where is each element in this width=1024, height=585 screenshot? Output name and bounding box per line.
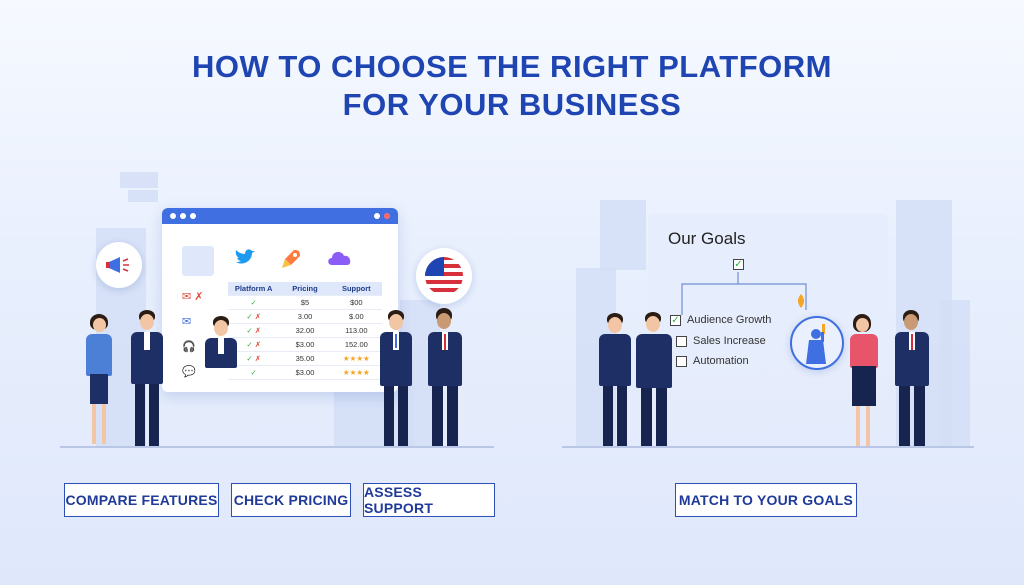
goal-item-automation: Automation: [676, 355, 749, 367]
backdrop-building: [940, 300, 970, 446]
table-cell: ★★★★: [342, 368, 370, 377]
table-row: ✓ ✗ 32.00 113.00: [228, 324, 382, 338]
document-icon: [182, 246, 214, 276]
tag-match-to-your-goals: MATCH TO YOUR GOALS: [675, 483, 857, 517]
table-cell: 113.00: [345, 326, 368, 335]
backdrop-block: [120, 172, 158, 188]
window-dot: [170, 213, 176, 219]
table-cell: $5: [300, 298, 310, 307]
table-cell: 152.00: [344, 340, 368, 349]
us-flag-badge: [416, 248, 472, 304]
chat-icon: 💬: [182, 366, 196, 378]
table-header-cell: Support: [341, 284, 371, 293]
mail-icon: ✉ ✗: [182, 291, 204, 303]
goal-item-sales-increase: Sales Increase: [676, 335, 766, 347]
ground-line: [562, 446, 974, 448]
page-title-line-2: FOR YOUR BUSINESS: [342, 87, 682, 122]
checkbox: [676, 355, 687, 367]
torch-icon: [797, 294, 805, 308]
table-cell: ✓: [250, 368, 257, 377]
window-dot: [180, 213, 186, 219]
window-dot: [374, 213, 380, 219]
comparison-browser-window: ✉ ✗ ✉ 🎧 💬 Platform A Pricing Support ✓ $5…: [162, 208, 398, 392]
checkbox-checked: ✓: [733, 259, 744, 270]
table-header-cell: Platform A: [234, 284, 273, 293]
table-row: ✓ $3.00 ★★★★: [228, 366, 382, 380]
checkbox: [676, 335, 687, 347]
browser-title-bar: [162, 208, 398, 224]
table-cell: ✓ ✗: [246, 326, 261, 335]
goal-item-audience-growth: ✓ Audience Growth: [670, 314, 771, 326]
goal-label: Audience Growth: [687, 314, 772, 326]
table-header: Platform A Pricing Support: [228, 282, 382, 296]
channel-icons: ✉ ✗ ✉ 🎧 💬: [182, 290, 204, 378]
checkbox-checked: ✓: [670, 314, 681, 326]
page-title: HOW TO CHOOSE THE RIGHT PLATFORM FOR YOU…: [0, 48, 1024, 124]
goal-label: Sales Increase: [693, 335, 766, 347]
window-dot: [384, 213, 390, 219]
table-cell: $.00: [349, 312, 364, 321]
table-cell: $3.00: [295, 340, 315, 349]
table-cell: $00: [350, 298, 363, 307]
mail-icon: ✉: [182, 316, 192, 328]
table-cell: ✓: [250, 298, 257, 307]
table-row: ✓ ✗ $3.00 152.00: [228, 338, 382, 352]
backdrop-building: [600, 200, 646, 270]
table-row: ✓ $5 $00: [228, 296, 382, 310]
platform-logo-row: [234, 248, 354, 270]
table-cell: $3.00: [295, 368, 315, 377]
window-dot: [190, 213, 196, 219]
goal-connector: [681, 272, 807, 315]
headset-icon: 🎧: [182, 341, 196, 353]
megaphone-badge: [96, 242, 142, 288]
table-row: ✓ ✗ 35.00 ★★★★: [228, 352, 382, 366]
tag-compare-features: COMPARE FEATURES: [64, 483, 219, 517]
cloud-icon: [328, 252, 351, 265]
goals-title: Our Goals: [668, 229, 746, 248]
us-flag-icon: [425, 257, 463, 295]
goals-panel: [648, 214, 888, 399]
table-cell: ✓ ✗: [246, 312, 261, 321]
table-cell: 35.00: [295, 354, 315, 363]
page-title-line-1: HOW TO CHOOSE THE RIGHT PLATFORM: [192, 49, 832, 84]
goal-label: Automation: [693, 355, 749, 367]
megaphone-icon: [106, 257, 129, 273]
ground-line: [60, 446, 494, 448]
table-row: ✓ ✗ 3.00 $.00: [228, 310, 382, 324]
statue-badge: [790, 316, 844, 370]
table-cell: ✓ ✗: [246, 340, 261, 349]
table-cell: ✓ ✗: [246, 354, 261, 363]
backdrop-block: [128, 190, 158, 202]
table-cell: ★★★★: [342, 354, 370, 363]
comparison-table: Platform A Pricing Support ✓ $5 $00 ✓ ✗ 3.00…: [228, 282, 382, 380]
tag-assess-support: ASSESS SUPPORT: [363, 483, 495, 517]
table-cell: 3.00: [297, 312, 313, 321]
table-cell: 32.00: [295, 326, 315, 335]
rocket-icon: [282, 250, 300, 268]
twitter-bird-icon: [235, 249, 255, 264]
tag-check-pricing: CHECK PRICING: [231, 483, 351, 517]
statue-of-liberty-icon: [806, 324, 826, 364]
table-header-cell: Pricing: [292, 284, 318, 293]
